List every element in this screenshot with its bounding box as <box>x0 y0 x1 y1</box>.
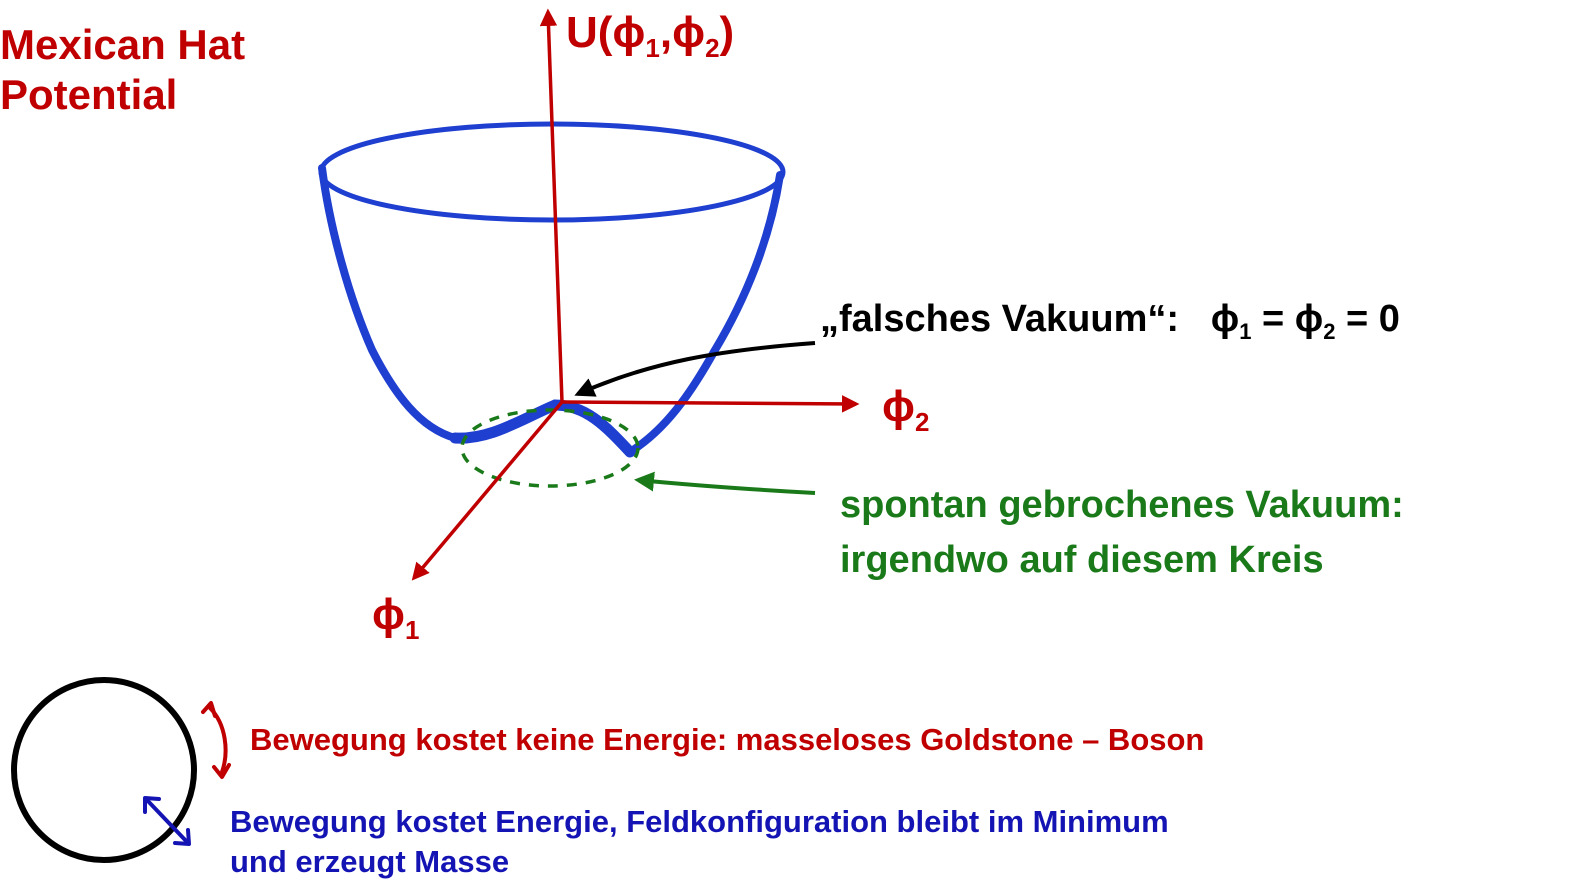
massive-mode-note: Bewegung kostet Energie, Feldkonfigurati… <box>230 802 1169 883</box>
vacuum-circle <box>460 408 640 488</box>
phi2-axis <box>561 395 860 413</box>
false-vacuum-prefix: „falsches Vakuum“: ϕ <box>820 298 1240 340</box>
u-label-sub1: 1 <box>645 33 660 63</box>
tangential-motion-arrow <box>208 706 228 774</box>
broken-vacuum-label: spontan gebrochenes Vakuum: irgendwo auf… <box>840 478 1404 588</box>
false-vacuum-suffix: = 0 <box>1335 298 1400 340</box>
u-axis-label: U(ϕ1,ϕ2) <box>566 8 734 63</box>
u-axis <box>539 8 564 403</box>
axes <box>411 8 860 581</box>
false-vacuum-mid: = ϕ <box>1251 298 1324 340</box>
u-label-mid: ,ϕ <box>659 8 706 57</box>
vacuum-ring-icon <box>11 677 197 863</box>
broken-vacuum-line-2: irgendwo auf diesem Kreis <box>840 539 1324 582</box>
diagram-title: Mexican Hat Potential <box>0 20 245 121</box>
phi1-axis <box>411 400 564 581</box>
u-label-sub2: 2 <box>705 33 720 63</box>
title-line-2: Potential <box>0 71 178 119</box>
false-vacuum-arrow <box>574 341 816 397</box>
u-label-end: ) <box>719 8 735 57</box>
phi2-axis-label: ϕ2 <box>882 382 929 437</box>
phi2-label-sub: 2 <box>914 407 930 437</box>
false-vacuum-sub2: 2 <box>1323 319 1336 344</box>
false-vacuum-label: „falsches Vakuum“: ϕ1 = ϕ2 = 0 <box>820 298 1400 345</box>
phi1-axis-label: ϕ1 <box>372 590 419 645</box>
massive-note-line-1: Bewegung kostet Energie, Feldkonfigurati… <box>230 804 1169 839</box>
potential-right-wall <box>626 171 784 456</box>
phi1-label-main: ϕ <box>372 590 405 639</box>
broken-vacuum-arrow <box>634 471 816 495</box>
massive-note-line-2: und erzeugt Masse <box>230 844 510 880</box>
u-label-main: U(ϕ <box>566 8 646 57</box>
potential-central-bump <box>449 399 636 458</box>
radial-motion-arrow <box>144 797 190 845</box>
phi2-label-main: ϕ <box>882 382 915 431</box>
title-line-1: Mexican Hat <box>0 21 246 68</box>
phi1-label-sub: 1 <box>404 615 420 645</box>
goldstone-note: Bewegung kostet keine Energie: masselose… <box>250 722 1205 757</box>
broken-vacuum-line-1: spontan gebrochenes Vakuum: <box>840 484 1404 526</box>
potential-left-wall <box>318 164 459 442</box>
false-vacuum-sub1: 1 <box>1239 319 1252 344</box>
